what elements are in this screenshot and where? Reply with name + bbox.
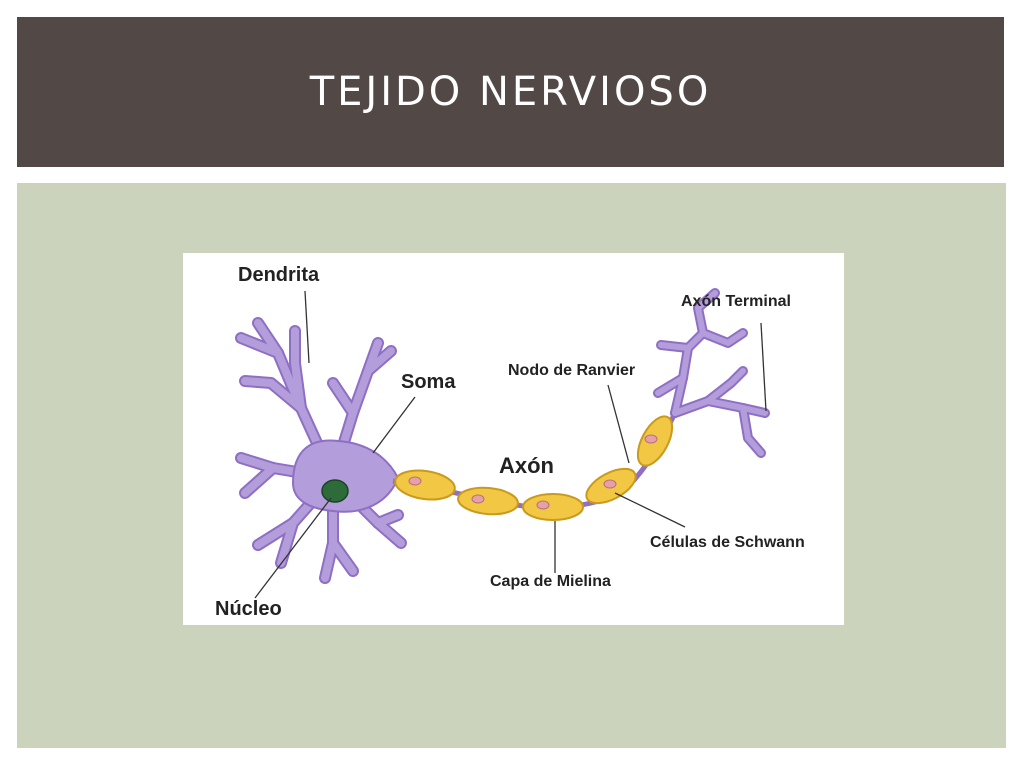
neuron-diagram-svg: Dendrita Soma Núcleo Axón Nodo de Ranvie…: [215, 264, 805, 620]
nucleus-shape: [321, 479, 349, 503]
myelin-sheaths: [394, 415, 674, 521]
leader-dendrita: [304, 290, 310, 364]
schwann-cell: [636, 415, 674, 467]
label-dendrita: Dendrita: [238, 264, 320, 286]
leader-axon-terminal: [760, 322, 767, 412]
slide-title: Tejido nervioso: [309, 69, 712, 115]
schwann-cell: [394, 469, 456, 501]
soma-body: [291, 439, 400, 513]
label-celulas-schwann: Células de Schwann: [650, 534, 805, 551]
leader-nucleo: [254, 497, 332, 599]
schwann-cell: [585, 467, 637, 505]
leader-schwann: [614, 492, 686, 528]
label-nodo-ranvier: Nodo de Ranvier: [508, 362, 635, 379]
label-nucleo: Núcleo: [215, 598, 282, 620]
neuron-diagram: Dendrita Soma Núcleo Axón Nodo de Ranvie…: [183, 253, 844, 625]
label-capa-mielina: Capa de Mielina: [490, 573, 611, 590]
leader-lines: [254, 290, 767, 599]
label-axon: Axón: [499, 453, 554, 478]
leader-nodo-ranvier: [607, 384, 630, 464]
label-soma: Soma: [401, 371, 456, 393]
schwann-cell: [457, 486, 519, 516]
schwann-cell: [522, 493, 584, 521]
axon-terminal-branches: [653, 288, 770, 458]
label-axon-terminal: Axón Terminal: [681, 293, 791, 310]
title-bar: Tejido nervioso: [17, 17, 1004, 167]
leader-soma: [372, 396, 416, 454]
